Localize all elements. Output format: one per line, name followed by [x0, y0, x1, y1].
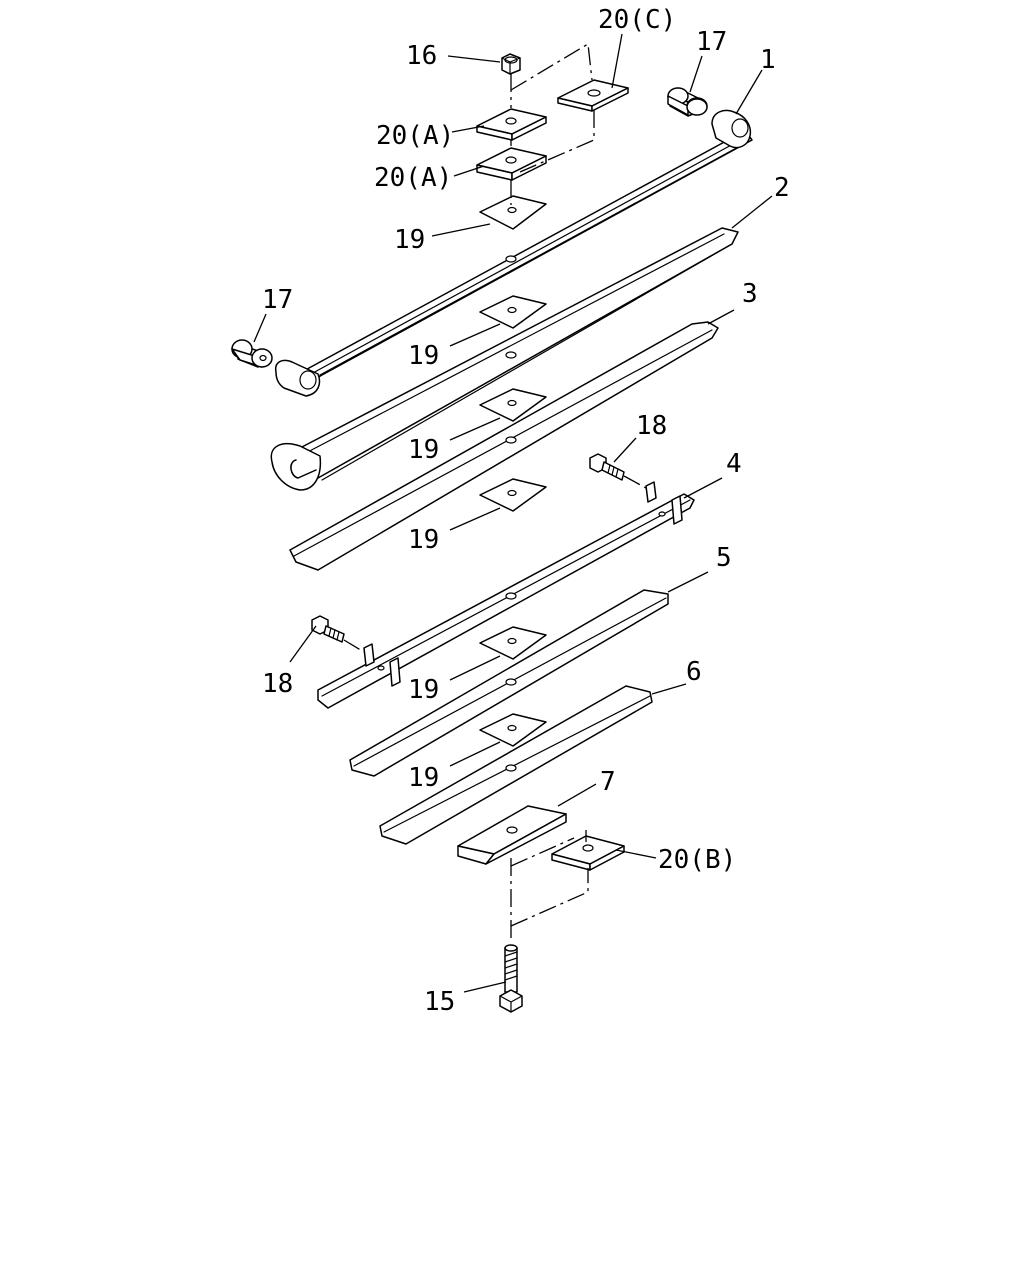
label-6: 6 — [686, 657, 702, 687]
label-2: 2 — [774, 173, 790, 203]
label-18-upper: 18 — [636, 411, 667, 441]
part-6-leaf[interactable] — [379, 685, 653, 845]
part-16-nut[interactable] — [501, 53, 521, 75]
part-19-pad-4[interactable] — [479, 626, 547, 660]
part-5-leaf[interactable] — [349, 589, 669, 777]
part-17-bushing-right[interactable] — [667, 87, 708, 117]
part-19-pad-2[interactable] — [479, 388, 547, 422]
label-1: 1 — [760, 45, 776, 75]
label-19-top: 19 — [394, 225, 425, 255]
center-bolt-axis-bottom — [510, 830, 589, 942]
part-7-leaf[interactable] — [457, 805, 567, 865]
part-1-main-leaf[interactable] — [274, 109, 753, 397]
part-2-wrapper-leaf[interactable] — [270, 227, 739, 491]
label-19-5: 19 — [408, 763, 439, 793]
part-19-pad-5[interactable] — [479, 713, 547, 747]
part-19-pad-top[interactable] — [479, 195, 547, 230]
label-15: 15 — [424, 987, 455, 1017]
label-19-3: 19 — [408, 525, 439, 555]
label-7: 7 — [600, 767, 616, 797]
part-15-center-bolt[interactable] — [499, 944, 523, 1013]
part-3-leaf[interactable] — [289, 321, 719, 571]
part-17-bushing-left[interactable] — [231, 339, 273, 368]
label-20c: 20(C) — [598, 5, 676, 35]
label-3: 3 — [742, 279, 758, 309]
label-18-lower: 18 — [262, 669, 293, 699]
label-17-left: 17 — [262, 285, 293, 315]
label-4: 4 — [726, 449, 742, 479]
label-5: 5 — [716, 543, 732, 573]
label-20a-upper: 20(A) — [376, 121, 454, 151]
part-18-clip-bolt-lower[interactable] — [311, 615, 365, 653]
part-20c-plate[interactable] — [557, 79, 629, 112]
part-20a-plate-upper[interactable] — [476, 108, 547, 141]
label-19-2: 19 — [408, 435, 439, 465]
part-19-pad-3[interactable] — [479, 478, 547, 512]
part-20a-plate-lower[interactable] — [476, 147, 547, 181]
part-4-leaf[interactable] — [317, 481, 695, 709]
center-bolt-axis-top — [510, 42, 595, 205]
leader-lines — [253, 33, 773, 993]
label-19-1: 19 — [408, 341, 439, 371]
label-20b: 20(B) — [658, 845, 736, 875]
part-20b-plate[interactable] — [551, 835, 625, 871]
part-labels: 16 20(C) 17 1 20(A) 20(A) 19 2 17 19 3 1… — [262, 5, 790, 1017]
label-16: 16 — [406, 41, 437, 71]
part-19-pad-1[interactable] — [479, 295, 547, 329]
label-17-right: 17 — [696, 27, 727, 57]
part-18-clip-bolt-upper[interactable] — [589, 453, 647, 489]
label-19-4: 19 — [408, 675, 439, 705]
label-20a-lower: 20(A) — [374, 163, 452, 193]
